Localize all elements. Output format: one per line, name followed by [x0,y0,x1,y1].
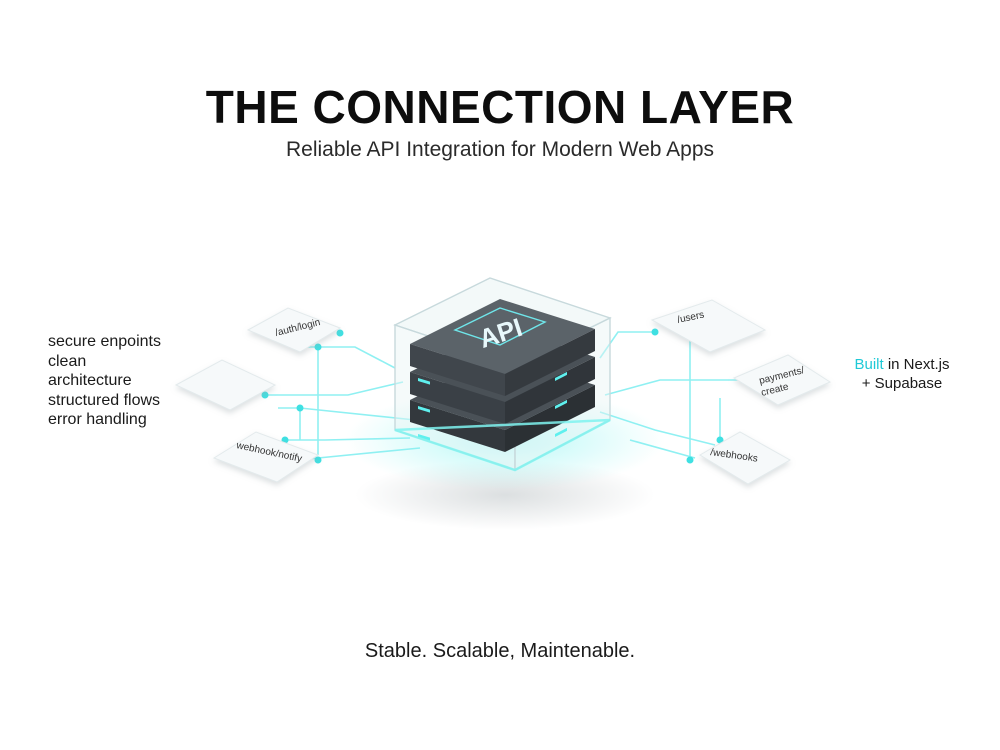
server-top-face [410,299,595,374]
stack-note-accent: Built [854,356,884,373]
endpoint-card-users [650,299,767,353]
feature-item: architecture [48,372,132,390]
line-webhook-notify [285,437,411,441]
dot [686,456,694,464]
dot [296,404,304,412]
endpoint-card-webhook-notify [212,431,320,483]
line-blank-card [265,381,404,396]
dot [314,456,322,464]
connection-lines [265,331,750,461]
api-badge [453,307,547,346]
stack-note-line2: + Supabase [861,375,943,392]
endpoint-card-auth-login [246,307,342,353]
line-webhooks [599,411,716,446]
feature-list: secure enpoints clean architecture struc… [48,332,161,430]
dot [716,436,724,444]
feature-item: error handling [48,411,147,429]
page-subtitle: Reliable API Integration for Modern Web … [285,138,715,161]
stack-note-rest: in Next.js [883,356,950,373]
stack-note-line1: Built in Next.js [842,355,962,374]
tagline: Stable. Scalable, Maintenable. [364,640,636,662]
page-title: THE CONNECTION LAYER [205,81,795,133]
feature-item: clean [48,352,87,370]
feature-item: structured flows [48,391,161,409]
line-payments [604,379,750,396]
dot [336,329,344,337]
endpoint-card-webhooks [699,431,792,485]
dot [261,391,269,399]
glow-base [394,418,611,472]
api-hub: API [393,277,612,472]
line-auth-login [300,346,396,369]
stack-note: Built in Next.js + Supabase [842,355,962,393]
endpoint-card-payments [732,354,832,406]
feature-item: secure enpoints [48,333,161,350]
led-indicators [418,371,567,441]
line-users [599,331,655,359]
dot [651,328,659,336]
endpoint-card-blank [174,359,277,411]
line-webhooks-2 [629,439,696,459]
dot [314,343,322,351]
